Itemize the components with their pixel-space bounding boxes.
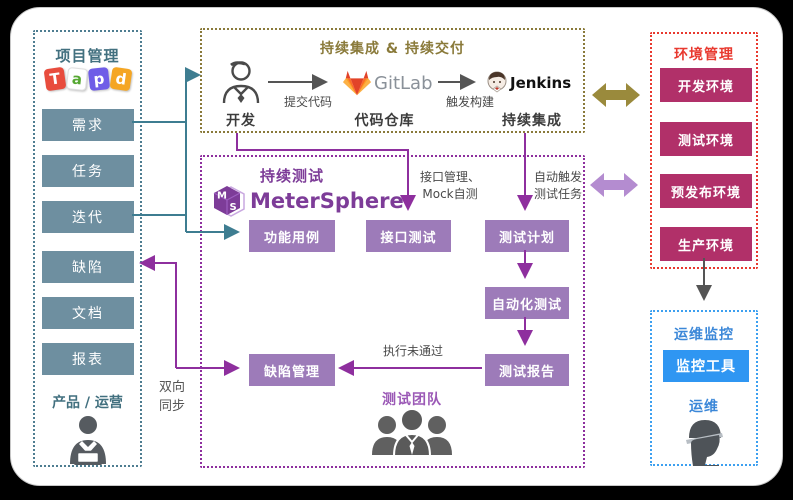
ops-role-label: 运维 [689,399,719,415]
project-panel-title: 项目管理 [55,47,120,65]
continuous-testing-panel: 持续测试 M S MeterSphere 功能用例 接口测试 测试计划 自动化测… [200,155,585,468]
code-repo-label: 代码仓库 [354,113,415,129]
api-testing-box: 接口测试 [366,220,451,252]
ops-monitoring-panel: 运维监控 监控工具 运维 [650,310,758,466]
tapd-logo-tile-p: p [87,67,110,91]
tapd-logo-tile-t: T [43,66,66,92]
execution-failed-note: 执行未通过 [382,344,443,358]
testing-panel-title: 持续测试 [259,167,324,185]
tapd-logo-tile-a: a [65,67,88,91]
developer-label: 开发 [226,113,256,129]
continuous-integration-label: 持续集成 [502,113,562,129]
automated-testing-box: 自动化测试 [485,287,569,319]
jenkins-wordmark: Jenkins [510,74,572,92]
production-environment-box: 生产环境 [660,227,752,261]
test-environment-box: 测试环境 [660,122,752,156]
dev-environment-box: 开发环境 [660,68,752,102]
test-team-label: 测试团队 [382,392,442,408]
jenkins-icon [487,71,507,97]
project-item-documents: 文档 [42,297,134,329]
ops-person-icon [652,416,756,470]
environment-panel: 环境管理 开发环境 测试环境 预发布环境 生产环境 [650,32,758,269]
project-item-iterations: 迭代 [42,201,134,233]
environment-panel-title: 环境管理 [674,47,734,63]
project-item-defects: 缺陷 [42,251,134,283]
gitlab-icon [342,68,372,102]
test-report-box: 测试报告 [485,354,569,386]
api-management-note: 接口管理、 Mock自测 [419,170,480,201]
functional-cases-box: 功能用例 [249,220,335,252]
svg-text:M: M [217,191,227,202]
product-ops-label: 产品 / 运营 [52,395,123,411]
test-team-icon [360,408,464,461]
trigger-build-label: 触发构建 [445,95,494,109]
metersphere-wordmark: MeterSphere [250,189,404,213]
cicd-panel-title: 持续集成 & 持续交付 [320,41,465,57]
metersphere-logo: M S MeterSphere [212,184,404,218]
developer-icon [218,60,264,108]
bidirectional-sync-label: 双向 同步 [158,380,185,414]
auto-trigger-note: 自动触发 测试任务 [533,170,582,201]
staging-environment-box: 预发布环境 [660,174,752,208]
cicd-panel: 持续集成 & 持续交付 开发 提交代码 GitLab 代码仓库 触发构建 [200,28,585,133]
defect-management-box: 缺陷管理 [249,354,335,386]
ops-panel-title: 运维监控 [674,327,734,343]
tapd-logo-tile-d: d [109,66,132,92]
tapd-logo: T a p d [35,66,140,92]
svg-text:S: S [230,202,237,213]
project-item-requirements: 需求 [42,109,134,141]
metersphere-cube-icon: M S [213,186,245,217]
project-item-reports: 报表 [42,343,134,375]
gitlab-wordmark: GitLab [374,73,433,94]
commit-code-label: 提交代码 [283,95,332,109]
monitoring-tool-box: 监控工具 [663,350,749,382]
test-plan-box: 测试计划 [485,220,569,252]
project-item-tasks: 任务 [42,155,134,187]
product-person-icon [35,414,140,470]
project-management-panel: 项目管理 T a p d 需求 任务 迭代 缺陷 文档 报表 产品 / 运营 [33,30,142,467]
